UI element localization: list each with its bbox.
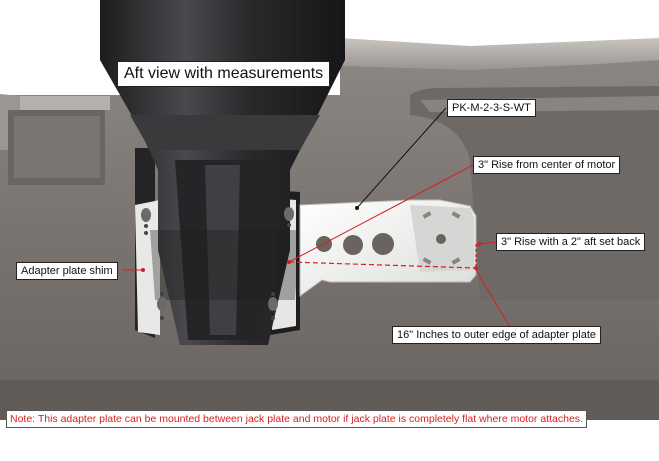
part-number-callout: PK-M-2-3-S-WT (447, 99, 536, 117)
rise-center-callout: 3" Rise from center of motor (473, 156, 621, 174)
diagram-title: Aft view with measurements (117, 61, 331, 87)
mounting-bolts (141, 207, 294, 320)
adapter-plate (299, 199, 477, 297)
measurement-lines (122, 107, 511, 328)
mounting-note: Note: This adapter plate can be mounted … (6, 410, 587, 428)
rise-setback-callout: 3" Rise with a 2" aft set back (496, 233, 646, 251)
outer-edge-callout: 16" Inches to outer edge of adapter plat… (392, 326, 601, 344)
adapter-shim-callout: Adapter plate shim (16, 262, 118, 280)
